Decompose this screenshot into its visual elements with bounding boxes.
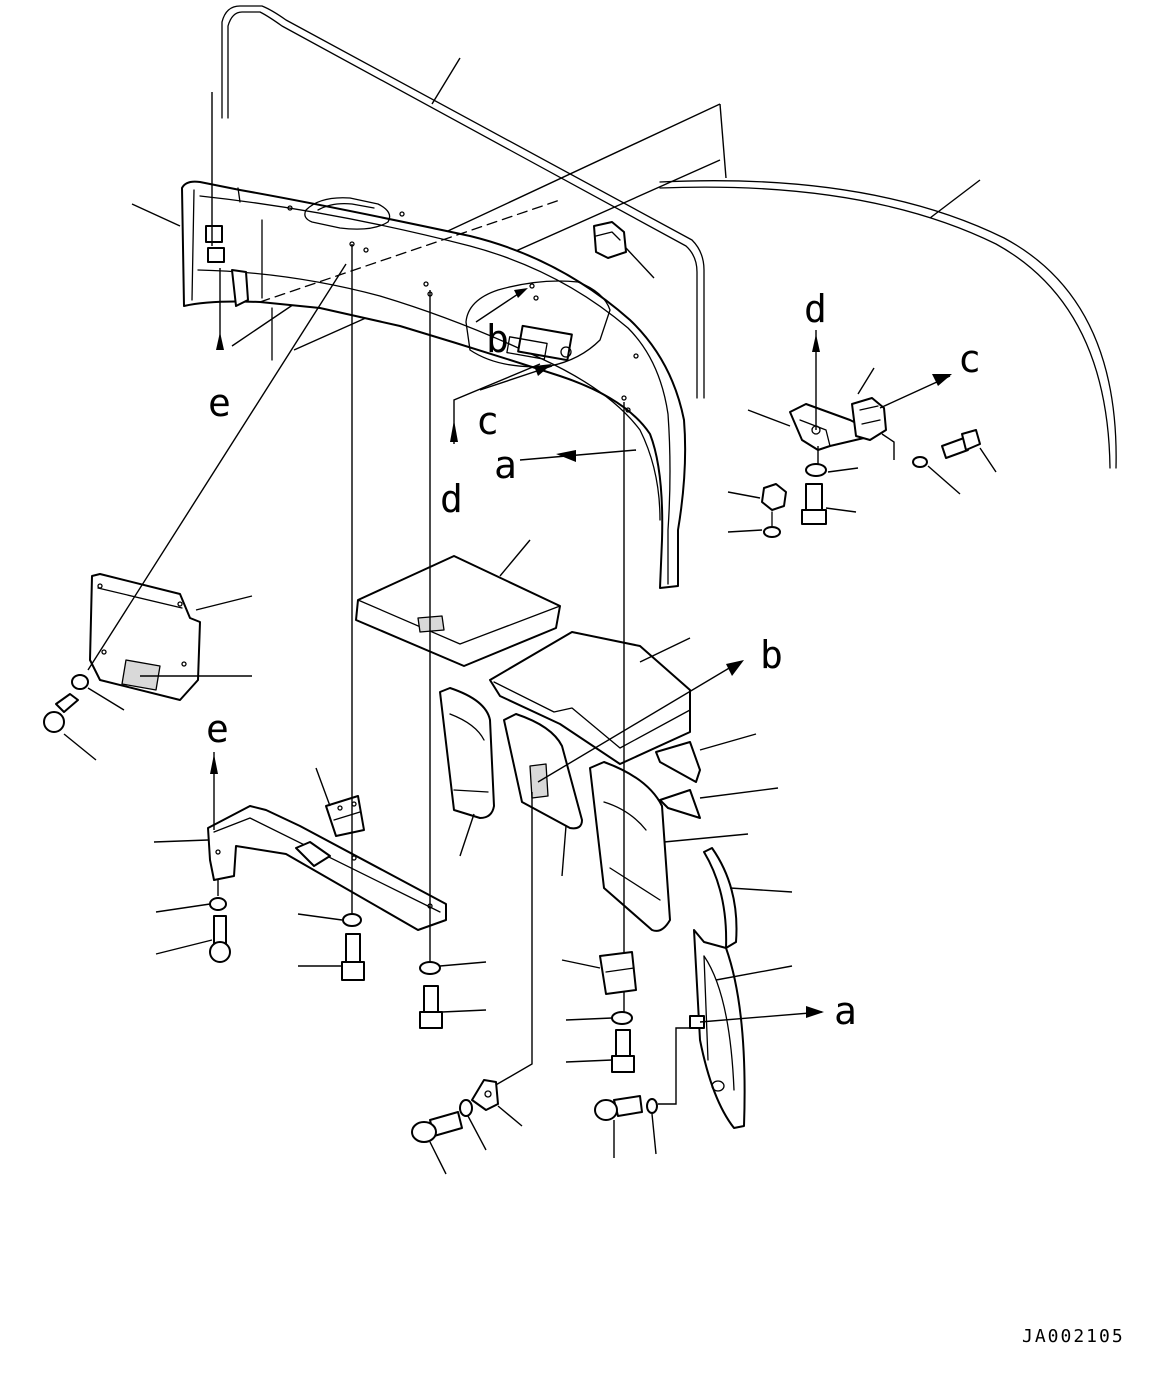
- bolt-lower-right: [594, 1095, 643, 1121]
- ref-letter-c-right: c: [958, 337, 981, 381]
- ref-letter-d-right: d: [804, 287, 827, 331]
- bolt-bracket: [209, 915, 231, 963]
- bolt-hinge-left: [341, 933, 365, 981]
- arrow-d-upper: [450, 420, 458, 442]
- ref-letter-e-lower: e: [206, 707, 229, 751]
- insulation-strip-b: [659, 789, 701, 819]
- insulation-pad-middle: [489, 631, 691, 765]
- arrow-e-lower: [210, 754, 218, 774]
- side-seal-strip: [703, 847, 738, 949]
- arrow-d-right: [812, 334, 820, 352]
- side-door-panel: [689, 929, 746, 1129]
- bolt-stopper: [411, 1111, 463, 1143]
- arrow-b-lower: [726, 660, 744, 676]
- insulation-pad-top: [355, 555, 561, 667]
- washer-lower-right: [646, 1098, 658, 1114]
- hinge-center-right: [599, 951, 637, 995]
- washer-stopper: [459, 1099, 473, 1117]
- small-screw: [763, 511, 781, 538]
- hinge-center-left: [325, 795, 365, 837]
- hood-hinge-left: [205, 225, 249, 307]
- ref-letter-b-upper: b: [486, 317, 509, 361]
- ref-letter-e-upper: e: [208, 381, 231, 425]
- insulation-pad-curved-3: [589, 761, 671, 932]
- access-cover-plate: [89, 573, 201, 701]
- hood-support-bracket: [207, 805, 447, 931]
- bolt-left-plate: [43, 693, 79, 733]
- arrow-a-upper: [556, 450, 576, 462]
- ref-letter-a-upper: a: [494, 443, 517, 487]
- drawing-number: JA002105: [1022, 1326, 1125, 1347]
- washer-under-bracket: [805, 463, 827, 477]
- rubber-stopper: [593, 221, 627, 259]
- arrow-c-right: [932, 374, 952, 386]
- washer-center: [419, 961, 441, 975]
- arrow-c-upper: [534, 364, 552, 376]
- weatherstrip-rear: [659, 180, 1117, 469]
- arrow-e-upper: [216, 332, 224, 350]
- washer-left-plate: [71, 674, 89, 690]
- bolt-right: [941, 429, 981, 459]
- ref-letter-d-upper: d: [440, 477, 463, 521]
- latch-bracket-assembly: [789, 397, 887, 451]
- ref-letter-c-upper: c: [476, 399, 499, 443]
- washer-hinge-left: [342, 913, 362, 927]
- insulation-pad-curved-1: [439, 687, 495, 819]
- stopper-bracket: [471, 1079, 499, 1111]
- washer-right: [912, 456, 928, 468]
- ref-letter-b-lower: b: [760, 633, 783, 677]
- ref-letter-a-lower: a: [834, 989, 857, 1033]
- washer-hinge-right: [611, 1011, 633, 1025]
- arrow-b-upper: [514, 288, 528, 298]
- bolt-under-bracket: [801, 483, 827, 525]
- arrow-a-lower: [806, 1006, 824, 1018]
- weatherstrip-upper: [221, 5, 705, 399]
- washer-bracket: [209, 897, 227, 911]
- bolt-hinge-right: [611, 1029, 635, 1073]
- insulation-strip-a: [655, 741, 701, 783]
- engine-hood-cover: [181, 180, 687, 589]
- bolt-center: [419, 985, 443, 1029]
- nut-under-bracket: [761, 483, 787, 511]
